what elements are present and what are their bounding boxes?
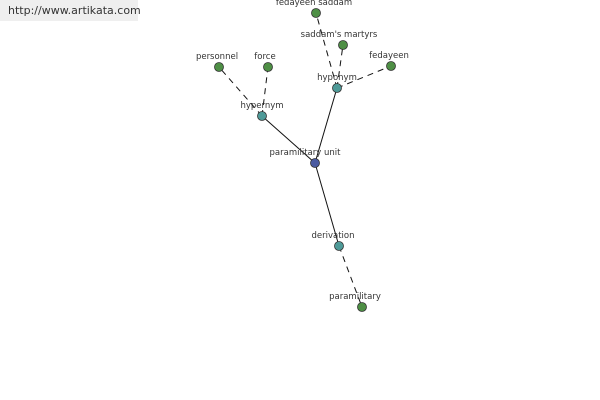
node-dot-paramilitary-unit[interactable] [310,158,320,168]
node-dot-saddams-martyrs[interactable] [338,40,348,50]
node-label-hypernym[interactable]: hypernym [240,101,283,111]
node-fedayeen[interactable]: fedayeen [369,51,409,71]
edge-hyponym-to-fedayeen-saddam [315,12,338,89]
node-layer: paramilitary unit hypernym hyponym derivati… [196,0,409,312]
edge-paramilitary-unit-to-derivation [314,162,340,247]
node-label-paramilitary[interactable]: paramilitary [329,292,381,302]
edge-paramilitary-unit-to-hyponym [314,87,338,164]
node-paramilitary[interactable]: paramilitary [329,292,381,312]
node-label-fedayeen[interactable]: fedayeen [369,51,409,61]
node-fedayeen-saddam[interactable]: fedayeen saddam [276,0,352,18]
node-label-paramilitary-unit[interactable]: paramilitary unit [270,148,342,158]
edge-layer [218,12,392,308]
node-label-personnel[interactable]: personnel [196,52,238,62]
node-dot-force[interactable] [263,62,273,72]
node-dot-derivation[interactable] [334,241,344,251]
edge-hyponym-to-fedayeen [336,65,392,89]
node-label-saddams-martyrs[interactable]: saddam's martyrs [301,30,378,40]
node-label-fedayeen-saddam[interactable]: fedayeen saddam [276,0,352,8]
node-derivation[interactable]: derivation [311,231,355,251]
node-dot-hyponym[interactable] [332,83,342,93]
node-saddams-martyrs[interactable]: saddam's martyrs [301,30,378,50]
node-dot-hypernym[interactable] [257,111,267,121]
source-url[interactable]: http://www.artikata.com [0,0,141,21]
edge-hyponym-to-saddams-martyrs [336,44,344,89]
node-label-force[interactable]: force [254,52,275,62]
node-hypernym[interactable]: hypernym [240,101,284,121]
node-dot-fedayeen[interactable] [386,61,396,71]
node-force[interactable]: force [254,52,276,72]
node-paramilitary-unit[interactable]: paramilitary unit [270,148,342,168]
node-hyponym[interactable]: hyponym [317,73,357,93]
node-label-hyponym[interactable]: hyponym [317,73,357,83]
node-dot-fedayeen-saddam[interactable] [311,8,321,18]
edge-hypernym-to-force [261,66,269,117]
node-personnel[interactable]: personnel [196,52,238,72]
node-dot-paramilitary[interactable] [357,302,367,312]
edge-paramilitary-unit-to-hypernym [261,115,316,164]
node-label-derivation[interactable]: derivation [311,231,354,241]
node-dot-personnel[interactable] [214,62,224,72]
